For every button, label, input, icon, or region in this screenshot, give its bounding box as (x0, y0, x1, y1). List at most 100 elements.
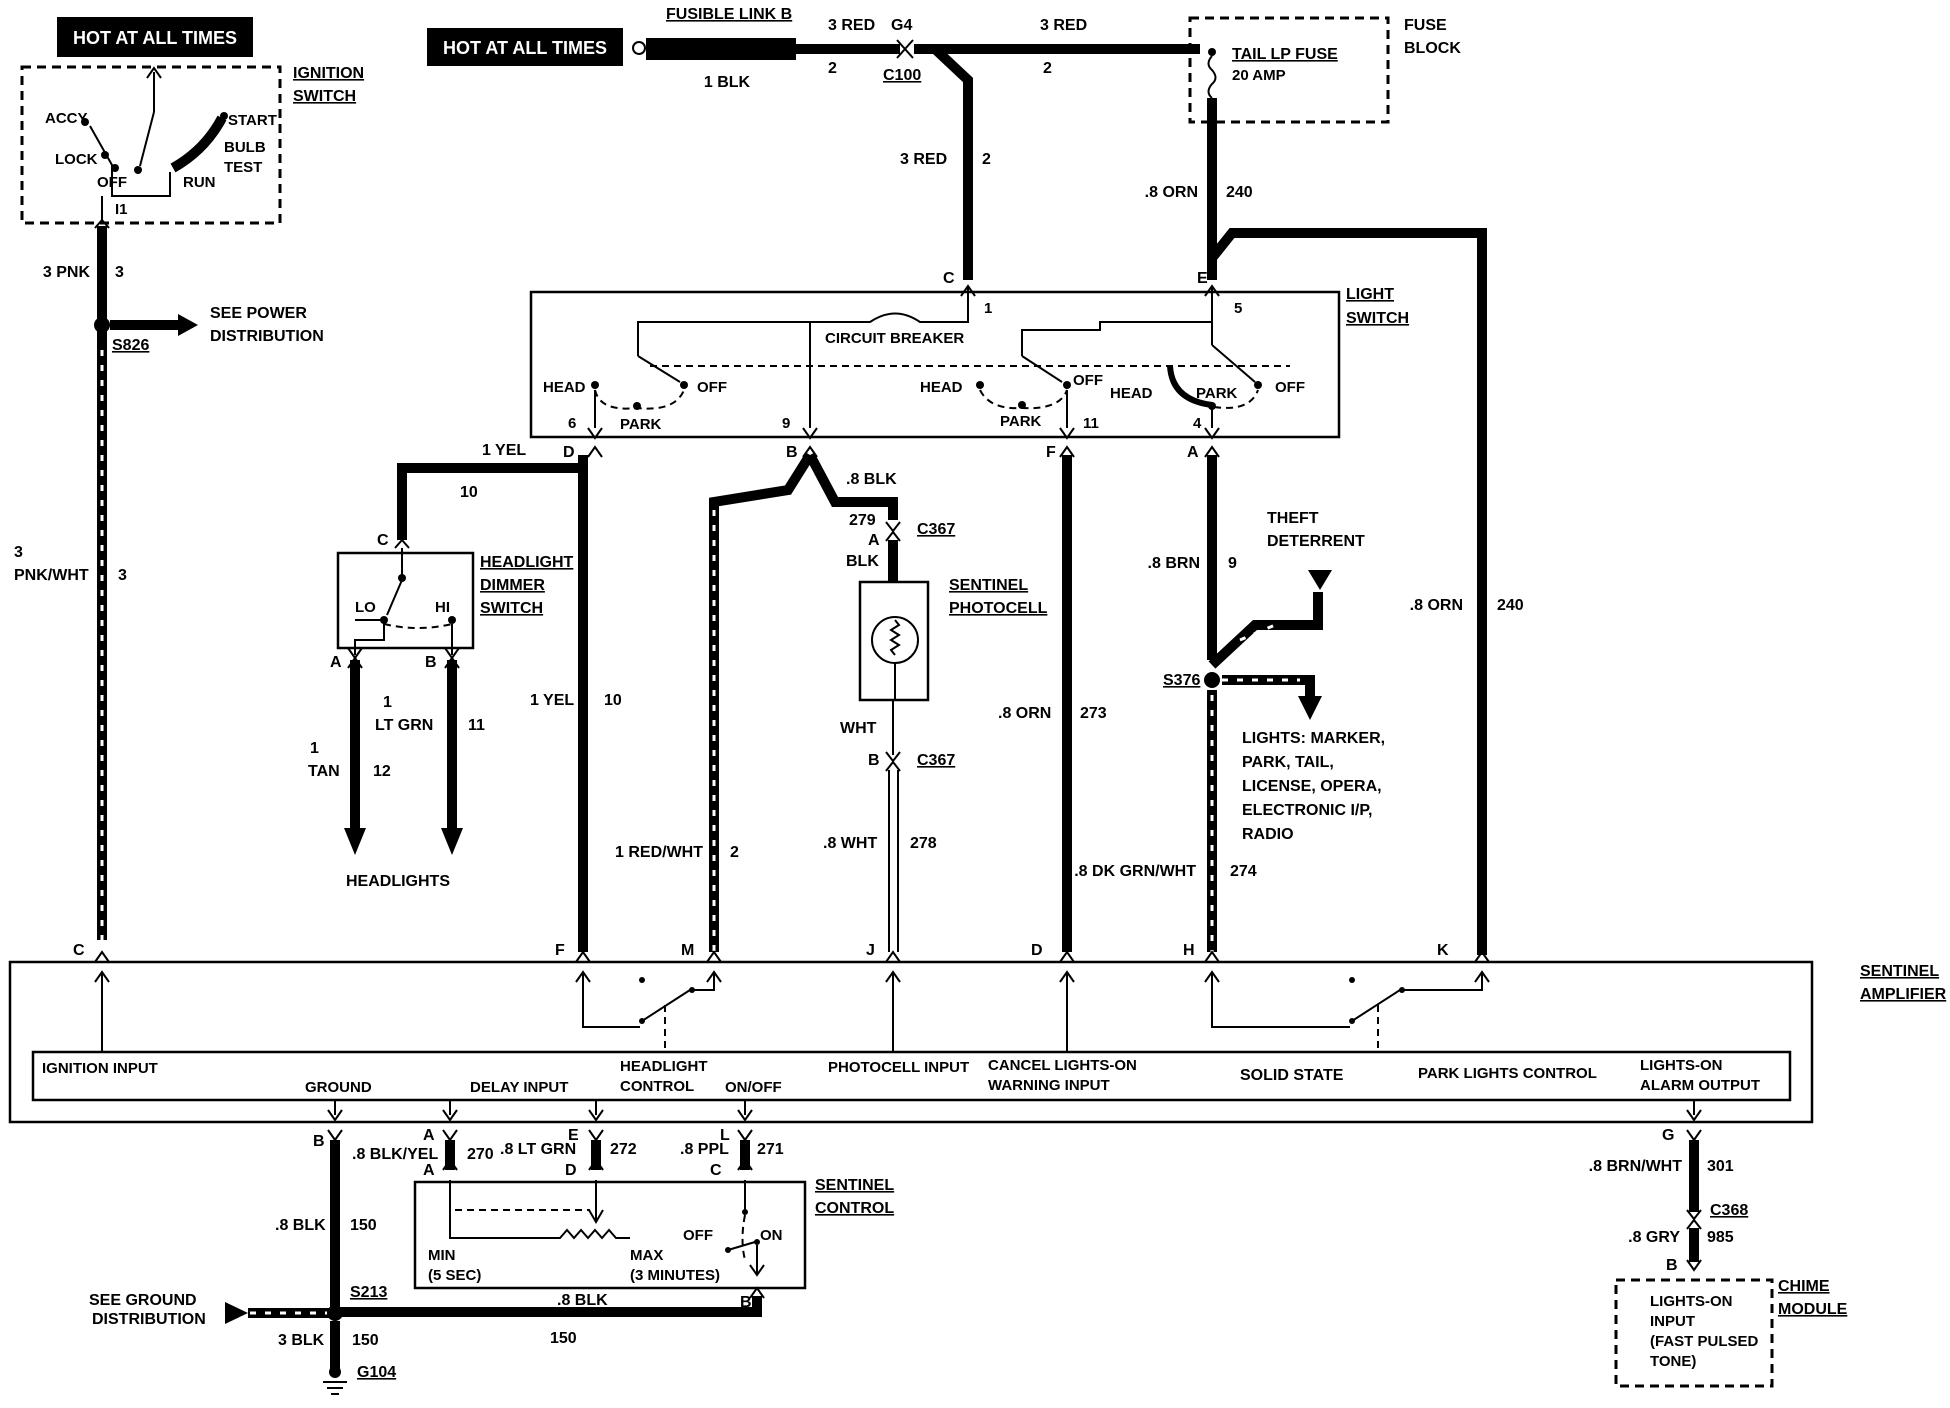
wire-label-blkyel: .8 BLK/YEL (352, 1146, 438, 1163)
dimmer-title-2: DIMMER (480, 577, 545, 594)
off-2: OFF (1073, 372, 1103, 389)
chime-input-4: TONE) (1650, 1353, 1696, 1370)
wire-label-3pnk: 3 PNK (43, 264, 91, 281)
conn-d: D (563, 444, 575, 461)
fuse-block-box (1188, 16, 1390, 124)
run-label: RUN (183, 174, 216, 191)
chime-module-box (1614, 1278, 1774, 1388)
conn-d-bottom: D (565, 1162, 577, 1179)
head-2: HEAD (920, 379, 963, 396)
wire-label-brnwht: .8 BRN/WHT (1589, 1158, 1683, 1175)
circuit-label-272: 272 (610, 1141, 637, 1158)
chime-conn-b: B (1666, 1257, 1678, 1274)
wire-label-1b: 1 (310, 740, 319, 757)
circuit-label-150: 150 (350, 1217, 377, 1234)
park-1: PARK (620, 416, 662, 433)
wire-label-ltgrn: LT GRN (375, 717, 433, 734)
arrow-down-icon (344, 828, 366, 855)
circuit-label-301: 301 (1707, 1158, 1734, 1175)
amp-conn-h: H (1183, 942, 1195, 959)
pin-11: 11 (1083, 415, 1099, 432)
wire-label-wht: WHT (840, 720, 877, 737)
delay-input-label: DELAY INPUT (470, 1079, 568, 1096)
photocell-title-2: PHOTOCELL (949, 600, 1048, 617)
pin-1: 1 (984, 300, 992, 317)
fuse-block-title-2: BLOCK (1404, 40, 1461, 57)
wire-orn-240-to-k (1208, 228, 1487, 955)
circuit-label-278: 278 (910, 835, 937, 852)
wire-blk-150-bus (335, 1296, 762, 1317)
photocell-title-1: SENTINEL (949, 577, 1028, 594)
amp-conn-m: M (681, 942, 694, 959)
chime-input-3: (FAST PULSED (1650, 1333, 1759, 1350)
circuit-breaker-label: CIRCUIT BREAKER (825, 330, 964, 347)
chime-title-1: CHIME (1778, 1278, 1830, 1295)
headlights-label: HEADLIGHTS (346, 873, 450, 890)
fuse-block: FUSE BLOCK TAIL LP FUSE 20 AMP .8 ORN 24… (1145, 16, 1487, 955)
dimmer-conn-b: B (425, 654, 437, 671)
splice-s376 (1204, 672, 1220, 688)
headlight-control-label-2: CONTROL (620, 1078, 694, 1095)
sentinel-amplifier: SENTINEL AMPLIFIER C F M J D H K (8, 942, 1947, 1124)
max-label: MAX (630, 1247, 663, 1264)
arrow-down-icon (1308, 570, 1332, 590)
conn-b: B (786, 444, 798, 461)
off-1: OFF (697, 379, 727, 396)
arrow-right-icon (225, 1302, 248, 1324)
onoff-label: ON/OFF (725, 1079, 782, 1096)
conn-a-bottom: A (423, 1162, 435, 1179)
conn-l-bottom: L (720, 1127, 730, 1144)
chime-module: G .8 BRN/WHT 301 C368 .8 GRY 985 B CHIME… (1589, 1127, 1848, 1388)
solid-state-label: SOLID STATE (1240, 1067, 1344, 1084)
lights-label-4: ELECTRONIC I/P, (1242, 802, 1372, 819)
circuit-label-985: 985 (1707, 1229, 1734, 1246)
accy-contact (81, 118, 89, 126)
off-3: OFF (1275, 379, 1305, 396)
ground-g104-label: G104 (357, 1364, 396, 1381)
amp-conn-k: K (1437, 942, 1449, 959)
circuit-label-274: 274 (1230, 863, 1257, 880)
circuit-label-10-f: 10 (604, 692, 622, 709)
c367-conn-b: B (868, 752, 880, 769)
alarm-label-1: LIGHTS-ON (1640, 1057, 1723, 1074)
wire-label-orn-273: .8 ORN (998, 705, 1051, 722)
circuit-label-9: 9 (1228, 555, 1237, 572)
fuse-block-title-1: FUSE (1404, 17, 1447, 34)
park-lights-label: PARK LIGHTS CONTROL (1418, 1065, 1597, 1082)
hot-at-all-times-label-2-bg (427, 28, 623, 66)
circuit-2c: 2 (982, 151, 991, 168)
circuit-label-3: 3 (115, 264, 124, 281)
chime-conn-g: G (1662, 1127, 1674, 1144)
lock-label: LOCK (55, 151, 98, 168)
wire-label-blk: .8 BLK (846, 471, 897, 488)
headlight-control-label-1: HEADLIGHT (620, 1058, 708, 1075)
wire-label-3red-b: 3 RED (1040, 17, 1087, 34)
switch-arm (139, 111, 155, 167)
sentinel-control-box (413, 1180, 807, 1290)
ignition-switch: HOT AT ALL TIMES IGNITION SWITCH ACCY LO… (20, 17, 364, 225)
fusible-link-label: FUSIBLE LINK B (666, 6, 792, 23)
splice-s826-label: S826 (112, 337, 149, 354)
conn-c: C (943, 270, 955, 287)
connector-c100: C100 (883, 67, 921, 84)
pin-4: 4 (1193, 415, 1202, 432)
circuit-label-11: 11 (468, 717, 485, 734)
wire-label-1yel: 1 YEL (482, 442, 526, 459)
light-switch-title-1: LIGHT (1346, 286, 1394, 303)
wire-label-pnkwht: PNK/WHT (14, 567, 89, 584)
wire-label-3blk: 3 BLK (278, 1332, 325, 1349)
chime-title-2: MODULE (1778, 1301, 1848, 1318)
wire-label-ppl: .8 PPL (680, 1141, 729, 1158)
circuit-2a: 2 (828, 60, 837, 77)
label-g4: G4 (891, 17, 912, 34)
pin-5: 5 (1234, 300, 1242, 317)
hot-at-all-times-label: HOT AT ALL TIMES (73, 28, 237, 48)
head-3: HEAD (1110, 385, 1153, 402)
connector-c368: C368 (1710, 1202, 1748, 1219)
splice-s213 (327, 1305, 343, 1321)
fuse-amp: 20 AMP (1232, 67, 1286, 84)
start-arc (170, 115, 227, 173)
hot-at-all-times-label-bg (57, 17, 253, 57)
conn-a-top: A (423, 1127, 435, 1144)
